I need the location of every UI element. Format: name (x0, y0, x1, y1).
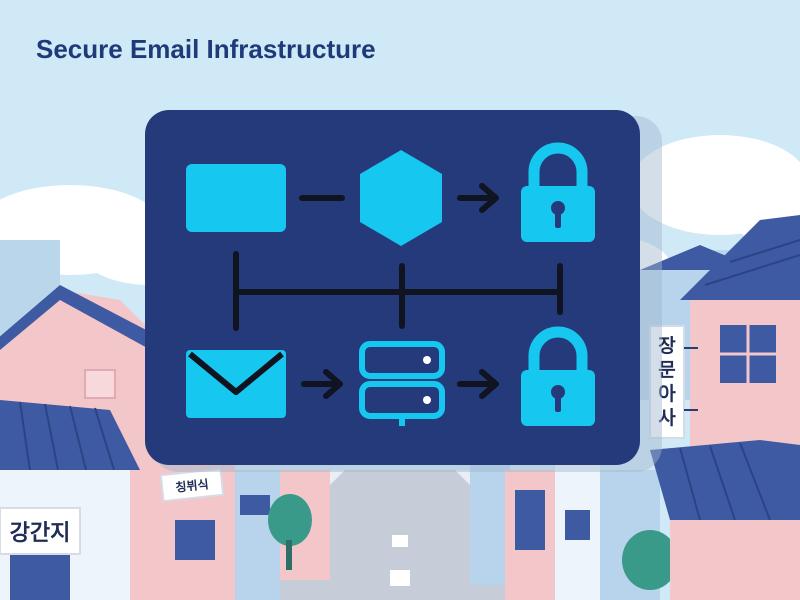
right-house-front (650, 215, 800, 600)
right-sign-char-4: 사 (658, 407, 676, 429)
arrow-right-icon (301, 369, 343, 399)
right-vertical-sign-board (649, 325, 685, 439)
right-shops (470, 465, 678, 600)
right-sign-char-3: 아 (658, 383, 676, 405)
left-small-sign-board (159, 467, 225, 503)
bracket-connector (233, 251, 563, 331)
envelope-icon (186, 350, 286, 418)
hexagon-node-icon (360, 150, 442, 246)
right-sign-char-2: 문 (658, 359, 675, 381)
page-title: Secure Email Infrastructure (36, 34, 376, 64)
left-sign-text: 강간지 (10, 521, 71, 546)
arrow-right-icon (457, 369, 499, 399)
padlock-top-icon (521, 142, 595, 242)
left-sign-board (0, 507, 81, 555)
road-marking (392, 535, 408, 547)
padlock-bottom-icon (521, 326, 595, 426)
right-sign-char-1: 장 (658, 335, 676, 357)
server-stack-icon (359, 341, 445, 426)
left-small-sign-text: 칭뷔식 (175, 476, 210, 494)
right-vertical-sign-text: 장 문 아 사 (658, 335, 676, 429)
arrow-right-icon (457, 183, 499, 213)
rectangle-block-icon (186, 164, 286, 232)
left-house-front (0, 400, 140, 600)
